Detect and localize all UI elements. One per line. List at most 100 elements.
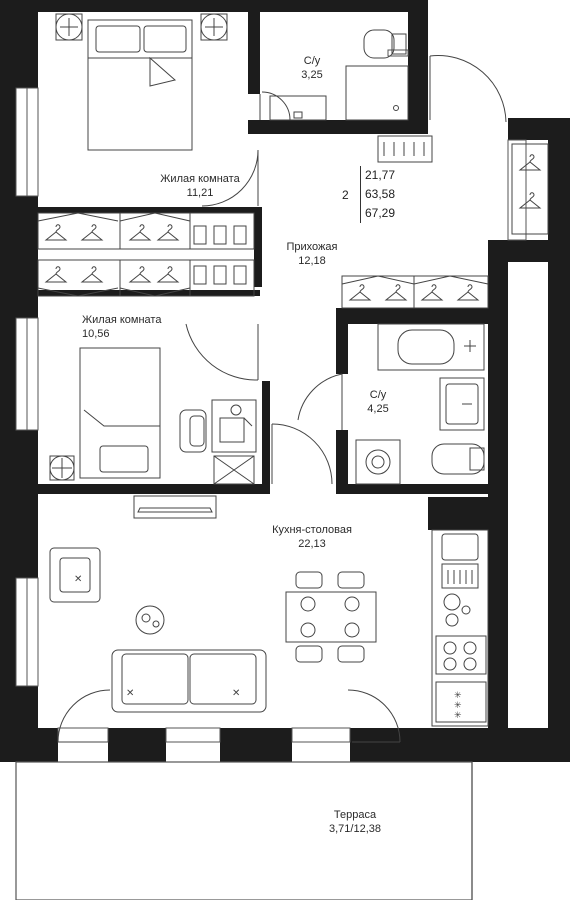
bath-top-fixtures: [269, 29, 409, 121]
room-label-bedroom-1: Жилая комната 11,21: [140, 172, 260, 200]
hanger-icon: [81, 266, 103, 283]
hanger-icon: [129, 266, 151, 283]
wall-bottom-right: [402, 728, 570, 762]
sink-icon: [269, 95, 327, 121]
room-area: 3,71/12,38: [329, 823, 381, 835]
hanger-icon: [45, 224, 67, 241]
room-label-bedroom-2: Жилая комната 10,56: [82, 313, 202, 341]
window-kitchen-bottom-1: [57, 727, 109, 743]
room-label-hallway: Прихожая 12,18: [272, 240, 352, 268]
tv-icon: [133, 495, 217, 519]
washing-machine-icon: [355, 439, 401, 485]
fridge-icon: [435, 681, 487, 723]
pillow-icon: [95, 25, 141, 53]
room-name: Жилая комната: [160, 173, 240, 185]
wall-closet-1: [38, 207, 260, 213]
plate-icon: [300, 622, 316, 638]
dining-chair-icon: [295, 645, 323, 663]
wall-top: [38, 0, 428, 12]
hanger-icon: [45, 266, 67, 283]
wall-right-mid: [508, 240, 570, 262]
cooktop-icon: [435, 635, 487, 675]
dining-chair-icon: [295, 571, 323, 589]
single-bed-icon: [79, 347, 161, 479]
walls: [0, 0, 570, 762]
coffee-table-icon: [135, 605, 165, 635]
window-kitchen-bottom-3: [291, 727, 351, 743]
hanger-icon: [349, 284, 371, 301]
bedroom2-furniture: [49, 347, 257, 485]
toilet-icon: [363, 29, 395, 59]
svg-text:✳: ✳: [454, 691, 462, 701]
hanger-icon: [421, 284, 443, 301]
room-name: Кухня-столовая: [272, 524, 352, 536]
wall-bath-mid-bottom: [336, 484, 488, 494]
room-name: Прихожая: [286, 241, 338, 253]
hanger-icon: [129, 224, 151, 241]
room-label-kitchen: Кухня-столовая 22,13: [252, 523, 372, 551]
room-count: 2: [342, 188, 349, 202]
kitchen-counter: [431, 529, 489, 727]
window-hall-right: [507, 139, 527, 241]
hallway-closet: [341, 135, 549, 309]
room-area: 12,18: [298, 255, 326, 267]
svg-text:✕: ✕: [232, 688, 240, 699]
wall-bottom-mid-left: [108, 728, 166, 762]
shelf-icon: [193, 265, 207, 285]
wall-right-inner: [488, 240, 508, 760]
window-kitchen-bottom-2: [165, 727, 221, 743]
wall-bath-top-left: [248, 12, 260, 94]
hanger-icon: [81, 224, 103, 241]
windows: [15, 49, 527, 743]
room-label-terrace: Терраса 3,71/12,38: [300, 808, 410, 836]
room-name: Жилая комната: [82, 314, 162, 326]
window-bath-top: [387, 49, 409, 57]
closet-1: [37, 212, 255, 250]
apartment-summary: 2 21,77 63,58 67,29: [336, 166, 396, 223]
kitchen-furniture: ✕ ✕ ✕ ✳ ✳ ✳: [49, 495, 489, 727]
room-area: 3,25: [301, 69, 323, 81]
room-area: 22,13: [298, 538, 326, 550]
hanger-icon: [457, 284, 479, 301]
armchair-icon: [49, 547, 101, 603]
dishwasher-icon: [441, 563, 479, 589]
wall-bedroom2-bottom: [38, 484, 270, 494]
bedroom1-furniture: [55, 13, 228, 151]
sink-icon: [441, 533, 479, 561]
hanger-icon: [157, 224, 179, 241]
shoe-rack-icon: [377, 135, 433, 163]
double-bed-icon: [87, 19, 193, 151]
wall-bottom-mid: [220, 728, 292, 762]
svg-text:✕: ✕: [74, 574, 82, 585]
plate-icon: [344, 596, 360, 612]
closet-2: [37, 259, 255, 297]
kettle-icon: [443, 593, 461, 611]
room-name: Терраса: [333, 809, 377, 821]
shelf-icon: [193, 225, 207, 245]
desk-lamp-icon: [230, 404, 242, 416]
wall-closet-divider: [254, 207, 262, 287]
room-area: 4,25: [367, 403, 389, 415]
dining-chair-icon: [337, 645, 365, 663]
wall-bath-mid-left-lower: [336, 430, 348, 492]
bathtub-icon: [377, 323, 485, 371]
total-area: 63,58: [365, 187, 396, 201]
desk-icon: [211, 399, 257, 453]
wardrobe-right: [511, 143, 549, 235]
pillow-icon: [143, 25, 187, 53]
wall-kitchen-notch: [428, 497, 488, 530]
dining-table-icon: [285, 591, 377, 643]
sink-icon: [439, 377, 485, 431]
storage-box-icon: [213, 455, 255, 485]
sofa-icon: [111, 649, 267, 713]
room-area: 10,56: [82, 328, 110, 340]
living-area: 21,77: [365, 168, 396, 182]
wall-bottom-mid-right: [350, 728, 402, 762]
doors: [57, 55, 507, 743]
terrace: [15, 761, 473, 900]
plate-icon: [344, 622, 360, 638]
room-area: 11,21: [186, 187, 214, 199]
room-name: С/у: [369, 389, 387, 401]
wall-bath-mid-top: [336, 308, 488, 324]
